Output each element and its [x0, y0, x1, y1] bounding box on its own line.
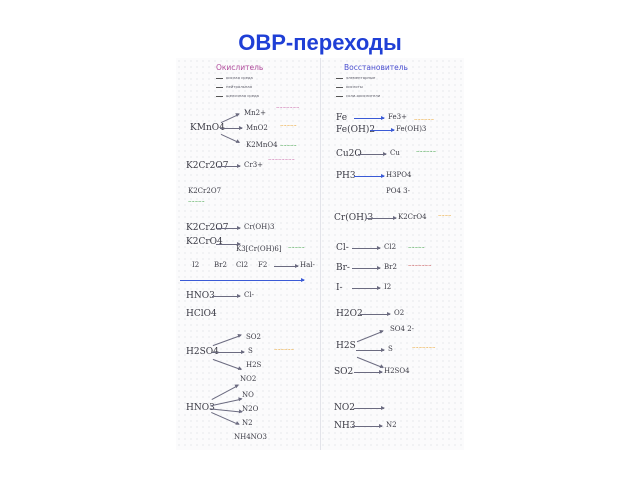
page-divider [320, 58, 321, 450]
nh3-label: NH3 [334, 421, 356, 431]
arrow [356, 330, 384, 343]
o2-label: O2 [394, 309, 405, 317]
halogen-hal: Hal- [300, 261, 315, 269]
arrow [220, 113, 240, 124]
arrow [212, 294, 241, 298]
hno3-label-2: HNO3 [186, 403, 215, 413]
arrow [211, 385, 239, 400]
k2cro4-right-label: K2CrO4 [398, 213, 427, 221]
croh3-label: Cr(OH)3 [244, 223, 275, 231]
cl-label: Cl- [244, 291, 254, 299]
arrow [366, 216, 397, 220]
arrow [220, 133, 240, 144]
no2-label: NO2 [240, 375, 257, 383]
h2s-right-label: H2S [336, 341, 356, 351]
feoh2-label: Fe(OH)2 [336, 125, 376, 135]
left-legend-base: щелочная среда [226, 93, 259, 98]
ph3-label: PH3 [336, 171, 356, 181]
arrow [212, 350, 245, 354]
h2o2-label: H2O2 [336, 309, 363, 319]
mno2-label: MnO2 [246, 124, 268, 132]
right-legend-2: кислоты [346, 84, 363, 89]
arrow [354, 406, 385, 410]
arrow [218, 164, 241, 168]
halogen-i2: I2 [192, 261, 200, 269]
arrow [212, 334, 242, 347]
arrow [352, 286, 381, 290]
arrow [220, 126, 243, 130]
so2-right-label: SO2 [334, 367, 354, 377]
arrow [352, 246, 381, 250]
cr3-label: Cr3+ [244, 161, 264, 169]
s-right-label: S [388, 345, 393, 353]
arrow [212, 358, 242, 371]
h2so4-label: H2SO4 [186, 347, 219, 357]
arrow [216, 226, 241, 230]
fe-label: Fe [336, 113, 348, 123]
mn2-label: Mn2+ [244, 109, 266, 117]
k2cr2o7-label-2: K2Cr2O7 [188, 187, 222, 195]
kmno4-label: KMnO4 [190, 123, 225, 133]
left-page-heading: Окислитель [216, 63, 264, 72]
arrow [352, 266, 381, 270]
right-page-heading: Восстановитель [344, 63, 408, 72]
h2s-label: H2S [246, 361, 262, 369]
slide-title: ОВР-переходы [238, 30, 402, 55]
arrow [211, 411, 239, 426]
cl-minus-label: Cl- [336, 243, 349, 253]
arrow [354, 370, 383, 374]
n2o-label: N2O [242, 405, 259, 413]
no-label: NO [242, 391, 254, 399]
hno3-label-1: HNO3 [186, 291, 215, 301]
s-label: S [248, 347, 253, 355]
arrow [356, 356, 384, 369]
arrow [274, 264, 299, 268]
arrow [358, 152, 387, 156]
n2-right-label: N2 [386, 421, 397, 429]
notebook-photo: Окислитель кислая среда нейтральная щело… [176, 58, 464, 450]
k2cr2o7-label-1: K2Cr2O7 [186, 161, 229, 171]
left-legend-acid: кислая среда [226, 75, 253, 80]
cl2-label: Cl2 [384, 243, 397, 251]
cu2o-label: Cu2O [336, 149, 362, 159]
k2cr2o7-label-3: K2Cr2O7 [186, 223, 229, 233]
arrow [352, 424, 383, 428]
k2cro4-label: K2CrO4 [186, 237, 223, 247]
right-legend-1: элементарные [346, 75, 376, 80]
h3po4-label: H3PO4 [386, 171, 412, 179]
po4-label: PO4 3- [386, 187, 410, 195]
croh3-right-label: Cr(OH)3 [334, 213, 374, 223]
arrow-blue [370, 128, 395, 132]
br-minus-label: Br- [336, 263, 350, 273]
so2-label: SO2 [246, 333, 261, 341]
arrow-blue [354, 174, 385, 178]
halogen-cl2: Cl2 [236, 261, 249, 269]
halogen-f2: F2 [258, 261, 268, 269]
br2-label: Br2 [384, 263, 397, 271]
i-minus-label: I- [336, 283, 343, 293]
arrow-blue [354, 116, 385, 120]
arrow-blue [180, 278, 305, 282]
i2-label: I2 [384, 283, 392, 291]
fe3-label: Fe3+ [388, 113, 407, 121]
right-legend-3: соли-окислители [346, 93, 381, 98]
k2mno4-label: K2MnO4 [246, 141, 278, 149]
arrow [360, 312, 391, 316]
nh4no3-label: NH4NO3 [234, 433, 268, 441]
feoh3-label: Fe(OH)3 [396, 125, 427, 133]
k3croh6-label: K3[Cr(OH)6] [236, 245, 282, 253]
arrow [356, 348, 385, 352]
n2-label: N2 [242, 419, 253, 427]
no2-right-label: NO2 [334, 403, 355, 413]
arrow [216, 242, 241, 246]
hclo4-label: HClO4 [186, 309, 217, 319]
halogen-br2: Br2 [214, 261, 227, 269]
so4-label: SO4 2- [390, 325, 415, 333]
h2so4-right-label: H2SO4 [384, 367, 410, 375]
left-legend-neutral: нейтральная [226, 84, 252, 89]
cu-label: Cu [390, 149, 400, 157]
